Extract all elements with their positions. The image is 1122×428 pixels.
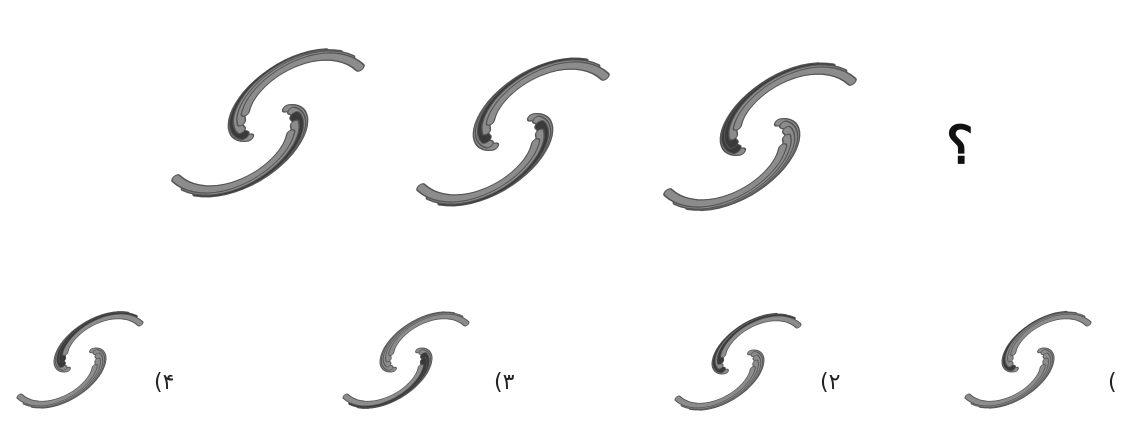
- swirl-arm: [722, 44, 843, 150]
- swirl-arm-outline: [974, 351, 1053, 420]
- swirl-arm: [684, 353, 763, 422]
- swirl-arm-outline: [1003, 299, 1082, 368]
- swirl-arm-highlighted: [55, 299, 134, 368]
- option-1-label[interactable]: (: [1108, 372, 1117, 394]
- sequence-figure-3: [652, 40, 868, 233]
- option-3-figure[interactable]: [335, 297, 477, 424]
- option-3-label[interactable]: (۳: [494, 372, 514, 394]
- swirl-arm: [974, 351, 1053, 420]
- option-4-label[interactable]: (۴: [154, 372, 174, 394]
- sequence-figure-2: [405, 35, 621, 228]
- option-2-figure[interactable]: [667, 299, 809, 426]
- swirl-arm: [185, 110, 306, 216]
- option-1-figure[interactable]: [957, 297, 1099, 424]
- swirl-arm-outline: [684, 353, 763, 422]
- option-4-figure[interactable]: [9, 297, 151, 424]
- question-mark: ؟: [946, 120, 974, 172]
- sequence-figure-1: [160, 26, 376, 219]
- swirl-arm: [1003, 299, 1082, 368]
- swirl-arm-outline: [352, 351, 431, 420]
- option-2-label[interactable]: (۲: [820, 372, 840, 394]
- swirl-arm-outline: [713, 301, 792, 370]
- swirl-arm-outline: [185, 110, 306, 216]
- swirl-arm-outline: [55, 299, 134, 368]
- swirl-arm-highlighted: [713, 301, 792, 370]
- swirl-arm-highlighted: [352, 351, 431, 420]
- swirl-arm-outline: [722, 44, 843, 150]
